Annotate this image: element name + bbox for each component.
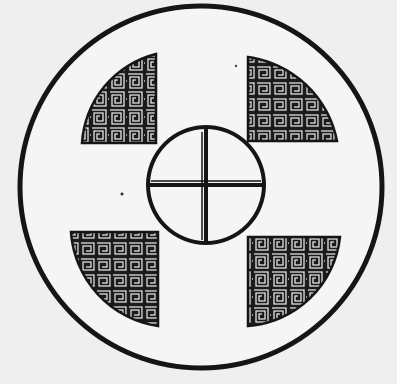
ink-speck [235, 65, 237, 67]
ink-speck [121, 193, 124, 196]
